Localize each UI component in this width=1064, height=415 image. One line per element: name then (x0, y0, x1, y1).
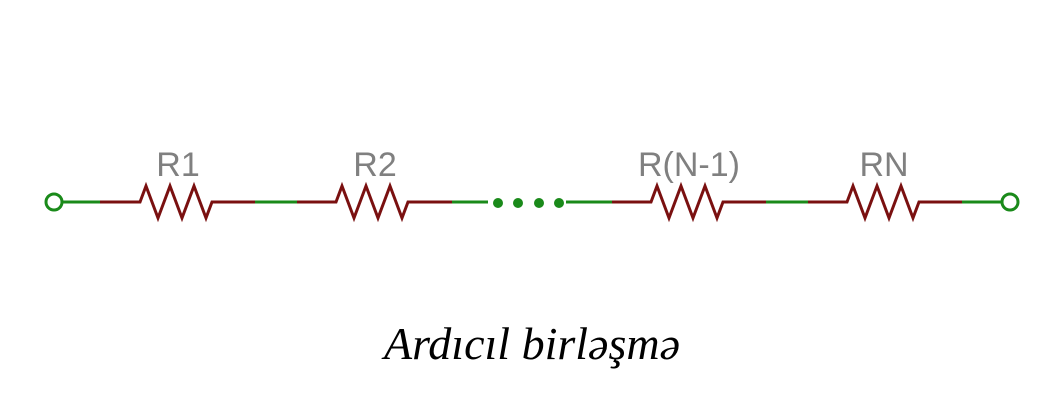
resistor-label: R1 (156, 146, 199, 184)
resistor-r2: R2 (297, 146, 452, 223)
ellipsis-dot (493, 198, 503, 208)
resistor-label: RN (859, 146, 908, 184)
resistor-label: R(N-1) (638, 146, 740, 184)
diagram-caption: Ardıcıl birləşmə (384, 318, 680, 369)
resistor-rn-1: R(N-1) (612, 146, 766, 223)
ellipsis-dot (554, 198, 564, 208)
ellipsis-dot (513, 198, 523, 208)
terminal-right (1000, 192, 1020, 212)
resistor-r1: R1 (100, 146, 255, 223)
resistor-label: R2 (353, 146, 396, 184)
resistor-rn: RN (808, 146, 962, 223)
ellipsis-dot (534, 198, 544, 208)
terminal-left (44, 192, 64, 212)
